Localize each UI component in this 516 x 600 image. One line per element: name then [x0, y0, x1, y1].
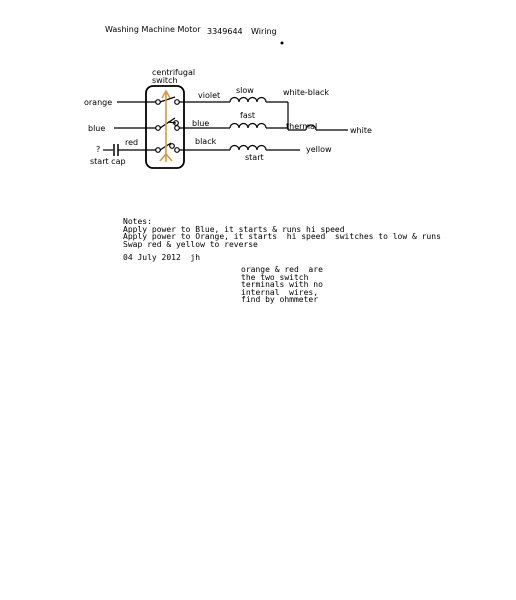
contact-blue [155, 125, 161, 131]
label-blue-out: blue [192, 119, 210, 128]
contact-orange [155, 99, 161, 105]
label-unknown: ? [96, 145, 101, 154]
switch-label-centrifugal: centrifugal [152, 68, 196, 77]
label-black: black [195, 137, 217, 146]
contact-red [155, 147, 161, 153]
contact-violet [174, 99, 180, 105]
notes-line-2: Apply power to Orange, it starts hi spee… [123, 232, 441, 241]
winding-slow-coil [229, 96, 267, 103]
switch-blade-mid [159, 117, 176, 129]
switch-jumper [167, 121, 177, 124]
label-violet: violet [198, 91, 221, 100]
side-note-line-2: the two switch [241, 272, 309, 282]
label-white-black: white-black [283, 88, 330, 97]
notes-date: 04 July 2012 jh [123, 253, 201, 262]
diagram-subtitle: Wiring [251, 27, 277, 36]
switch-blade-top [159, 96, 176, 103]
contact-black-upper [169, 143, 175, 149]
part-number: 3349644 [207, 27, 243, 36]
stray-dot [280, 41, 284, 45]
thermal-protector [305, 124, 317, 131]
winding-fast-coil [229, 122, 267, 129]
side-note-line-4: internal wires, [241, 287, 319, 297]
notes-line-3: Swap red & yellow to reverse [123, 239, 258, 249]
label-start: start [245, 153, 264, 162]
label-white: white [350, 126, 372, 135]
side-note-line-1: orange & red are [241, 265, 323, 274]
label-thermal: thermal [286, 122, 318, 131]
label-slow: slow [236, 86, 254, 95]
diagram-title: Washing Machine Motor [105, 25, 201, 34]
label-yellow: yellow [306, 145, 332, 154]
winding-start-coil [229, 144, 267, 151]
label-blue: blue [88, 124, 106, 133]
side-note-line-3: terminals with no [241, 280, 323, 289]
centrifugal-switch-box [145, 85, 185, 169]
label-start-cap: start cap [90, 157, 126, 166]
label-fast: fast [240, 111, 256, 120]
contact-black [174, 147, 180, 153]
label-orange: orange [84, 98, 113, 107]
notes-heading: Notes: [123, 217, 152, 226]
switch-actuator [159, 89, 173, 162]
contact-blue-right [174, 125, 180, 131]
side-note-line-5: find by ohmmeter [241, 295, 319, 304]
label-red: red [125, 138, 139, 147]
switch-label-switch: switch [152, 76, 178, 85]
notes-line-1: Apply power to Blue, it starts & runs hi… [123, 224, 345, 234]
